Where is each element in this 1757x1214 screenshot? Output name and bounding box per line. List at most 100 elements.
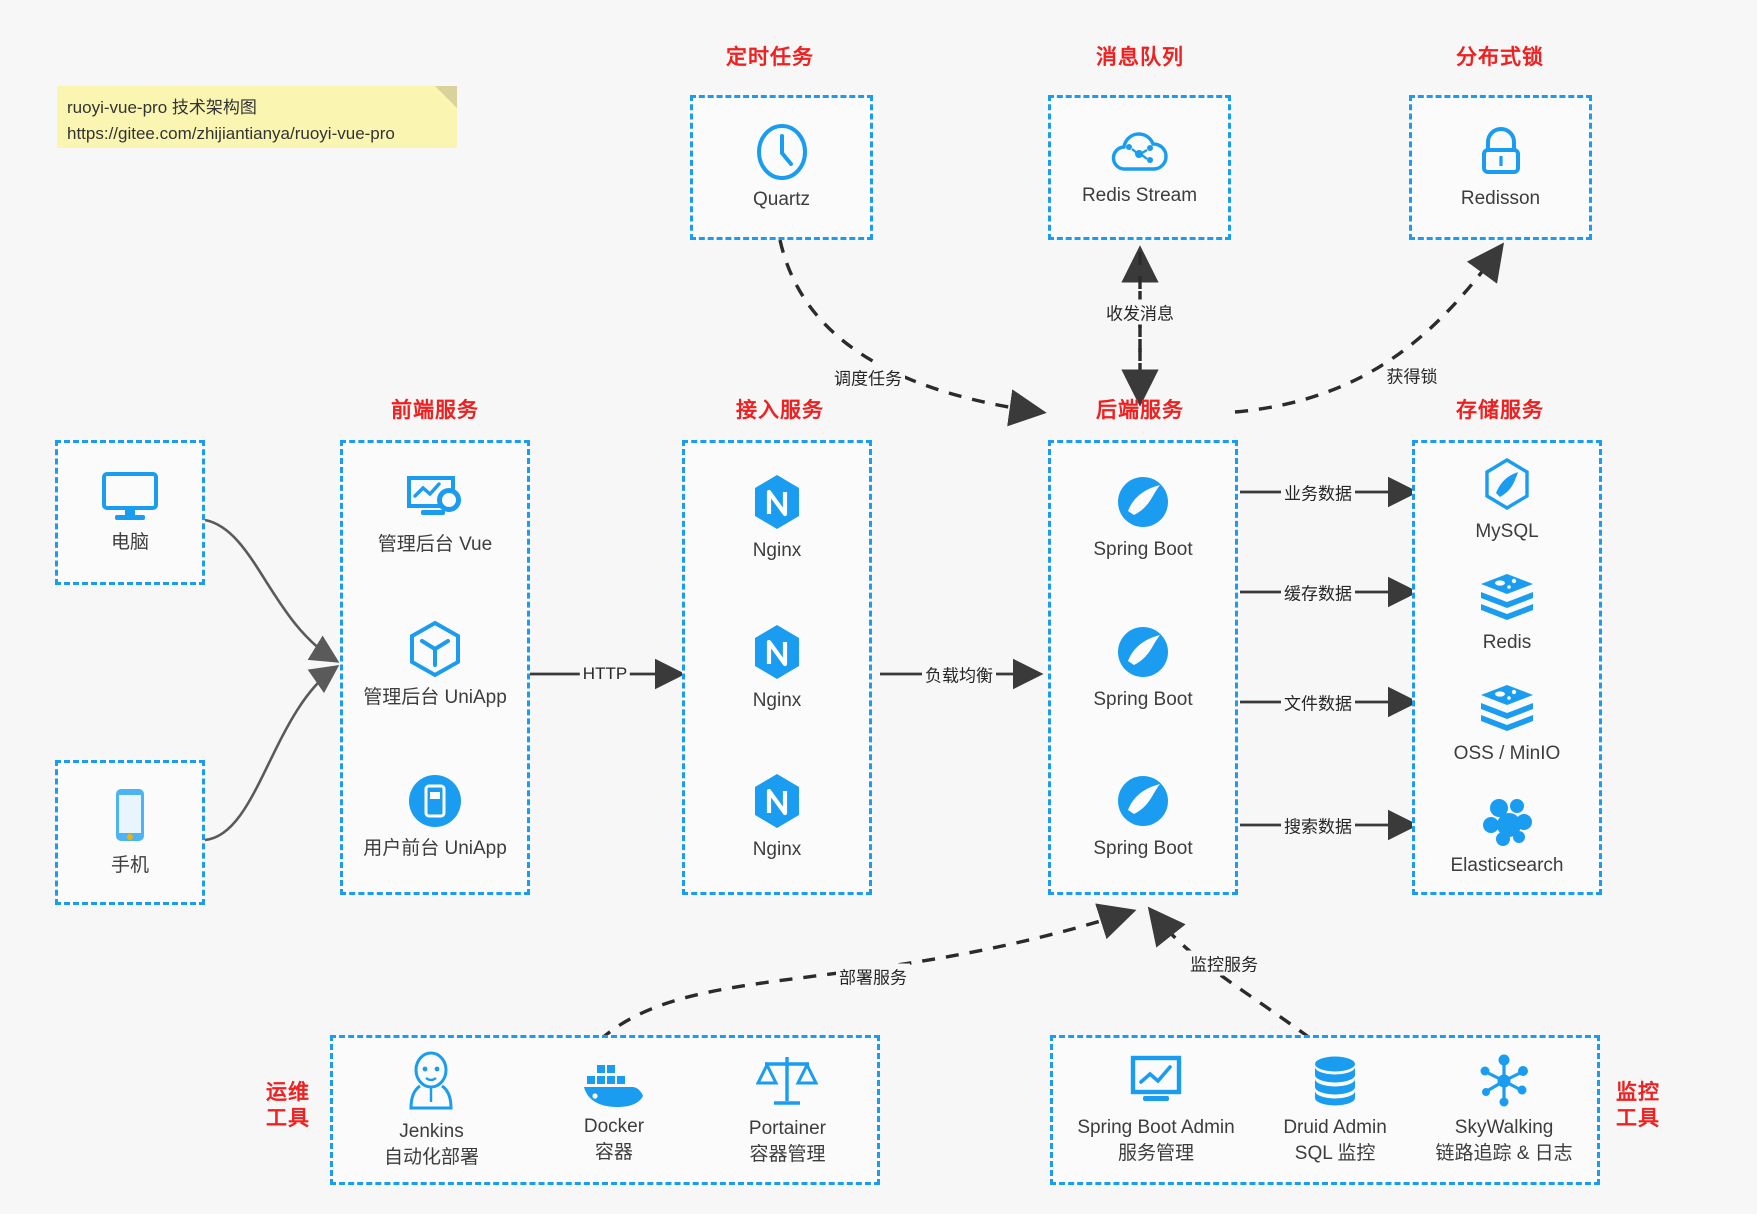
node-elasticsearch: Elasticsearch bbox=[1451, 795, 1564, 879]
client-box-desktop[interactable]: 电脑 bbox=[55, 440, 205, 585]
redis-icon bbox=[1480, 685, 1533, 732]
node-label: Spring Boot bbox=[1093, 538, 1193, 560]
node-quartz: Quartz bbox=[753, 123, 811, 213]
clock-icon bbox=[756, 123, 807, 180]
desktop-icon bbox=[102, 471, 158, 520]
edge-label-acquire-lock: 获得锁 bbox=[1383, 362, 1441, 388]
node-label: 电脑 bbox=[110, 531, 149, 553]
scheduler-box[interactable]: Quartz bbox=[690, 95, 873, 240]
note-fold-icon bbox=[435, 86, 457, 108]
phone-icon bbox=[116, 788, 144, 841]
mobile-app-icon bbox=[408, 774, 461, 827]
node-sublabel: 自动化部署 bbox=[383, 1146, 479, 1168]
backend-box[interactable]: Spring Boot Spring Boot Spring Boot bbox=[1048, 440, 1238, 895]
spring-boot-icon bbox=[1117, 626, 1168, 677]
lock-box[interactable]: Redisson bbox=[1409, 95, 1592, 240]
node-sublabel: 容器管理 bbox=[749, 1143, 826, 1165]
spring-boot-icon bbox=[1117, 476, 1168, 527]
edge-label-load-balance: 负载均衡 bbox=[922, 661, 996, 687]
nginx-icon bbox=[755, 474, 799, 529]
node-spring-boot-2: Spring Boot bbox=[1093, 623, 1193, 713]
ops-title-line2: 工具 bbox=[266, 1107, 310, 1131]
section-title-frontend: 前端服务 bbox=[391, 399, 479, 422]
node-label: Portainer bbox=[748, 1117, 826, 1139]
node-nginx-1: Nginx bbox=[749, 472, 805, 564]
node-label: Redis bbox=[1482, 632, 1532, 654]
node-sublabel: 容器 bbox=[594, 1141, 633, 1163]
node-label: Druid Admin bbox=[1283, 1116, 1387, 1138]
node-desktop: 电脑 bbox=[99, 470, 161, 556]
edge-label-file-data: 文件数据 bbox=[1281, 689, 1355, 715]
edge-label-http: HTTP bbox=[579, 664, 631, 684]
diagram-note: ruoyi-vue-pro 技术架构图 https://gitee.com/zh… bbox=[57, 86, 457, 148]
nginx-icon bbox=[755, 624, 799, 679]
node-sublabel: 服务管理 bbox=[1117, 1142, 1194, 1164]
section-title-gateway: 接入服务 bbox=[736, 399, 824, 422]
node-nginx-3: Nginx bbox=[749, 771, 805, 863]
frontend-box[interactable]: 管理后台 Vue 管理后台 UniApp 用户前台 UniApp bbox=[340, 440, 530, 895]
node-docker: Docker 容器 bbox=[581, 1055, 647, 1165]
section-title-storage: 存储服务 bbox=[1456, 399, 1544, 422]
monitor-tools-box[interactable]: Spring Boot Admin 服务管理 Druid Admin SQL 监… bbox=[1050, 1035, 1600, 1185]
scales-icon bbox=[756, 1056, 819, 1105]
node-label: 管理后台 UniApp bbox=[363, 686, 507, 708]
monitor-title-line1: 监控 bbox=[1616, 1081, 1660, 1104]
lock-icon bbox=[1481, 126, 1520, 174]
edge-label-search-data: 搜索数据 bbox=[1281, 812, 1355, 838]
mq-box[interactable]: Redis Stream bbox=[1048, 95, 1231, 240]
note-text: ruoyi-vue-pro 技术架构图 https://gitee.com/zh… bbox=[67, 95, 395, 148]
edge-label-biz-data: 业务数据 bbox=[1281, 479, 1355, 505]
edge-label-schedule-task: 调度任务 bbox=[831, 364, 905, 390]
client-box-phone[interactable]: 手机 bbox=[55, 760, 205, 905]
skywalking-icon bbox=[1480, 1054, 1529, 1107]
node-nginx-2: Nginx bbox=[749, 622, 805, 714]
edge-label-cache-data: 缓存数据 bbox=[1281, 579, 1355, 605]
node-label: MySQL bbox=[1475, 520, 1539, 542]
node-phone: 手机 bbox=[109, 787, 151, 879]
node-label: Redis Stream bbox=[1081, 184, 1198, 206]
section-title-monitor: 监控 工具 bbox=[1608, 1080, 1668, 1133]
database-icon bbox=[1315, 1056, 1356, 1106]
node-jenkins: Jenkins 自动化部署 bbox=[384, 1050, 479, 1170]
node-label: Jenkins bbox=[399, 1120, 464, 1142]
cloud-stream-icon bbox=[1112, 131, 1169, 171]
node-label: Spring Boot Admin bbox=[1077, 1116, 1235, 1138]
ops-tools-box[interactable]: Jenkins 自动化部署 Docker 容器 bbox=[330, 1035, 880, 1185]
edge-label-deploy-service: 部署服务 bbox=[836, 963, 910, 989]
node-spring-boot-3: Spring Boot bbox=[1093, 772, 1193, 862]
node-label: 用户前台 UniApp bbox=[363, 837, 507, 859]
node-user-uniapp: 用户前台 UniApp bbox=[363, 772, 507, 862]
node-sublabel: 链路追踪 & 日志 bbox=[1435, 1142, 1573, 1164]
gateway-box[interactable]: Nginx Nginx Nginx bbox=[682, 440, 872, 895]
node-redis-stream: Redis Stream bbox=[1082, 127, 1197, 209]
node-portainer: Portainer 容器管理 bbox=[749, 1053, 826, 1167]
storage-box[interactable]: MySQL Redis OSS / MinIO bbox=[1412, 440, 1602, 895]
monitor-title-line2: 工具 bbox=[1616, 1107, 1660, 1131]
redis-icon bbox=[1481, 574, 1533, 621]
ops-title-line1: 运维 bbox=[266, 1081, 310, 1104]
node-skywalking: SkyWalking 链路追踪 & 日志 bbox=[1435, 1054, 1573, 1166]
note-title: ruoyi-vue-pro 技术架构图 bbox=[67, 98, 257, 117]
note-url: https://gitee.com/zhijiantianya/ruoyi-vu… bbox=[67, 124, 395, 144]
node-label: OSS / MinIO bbox=[1453, 743, 1561, 765]
hexagon-cube-icon bbox=[409, 620, 460, 677]
jenkins-icon bbox=[409, 1051, 453, 1110]
node-redis: Redis bbox=[1478, 572, 1536, 656]
node-label: Spring Boot bbox=[1093, 688, 1193, 710]
nginx-icon bbox=[755, 774, 799, 829]
section-title-ops: 运维 工具 bbox=[258, 1080, 318, 1133]
mysql-icon bbox=[1485, 457, 1529, 510]
node-label: Redisson bbox=[1460, 187, 1541, 209]
node-label: SkyWalking bbox=[1454, 1116, 1554, 1138]
spring-boot-icon bbox=[1117, 776, 1168, 827]
node-label: Spring Boot bbox=[1093, 838, 1193, 860]
monitor-chart-icon bbox=[1130, 1055, 1182, 1101]
node-label: Elasticsearch bbox=[1450, 854, 1564, 876]
node-label: Nginx bbox=[752, 839, 802, 861]
node-spring-boot-1: Spring Boot bbox=[1093, 473, 1193, 563]
edge-label-monitor-service: 监控服务 bbox=[1187, 950, 1261, 976]
elasticsearch-icon bbox=[1483, 798, 1532, 846]
section-title-scheduler: 定时任务 bbox=[726, 46, 814, 69]
section-title-mq: 消息队列 bbox=[1096, 46, 1184, 69]
